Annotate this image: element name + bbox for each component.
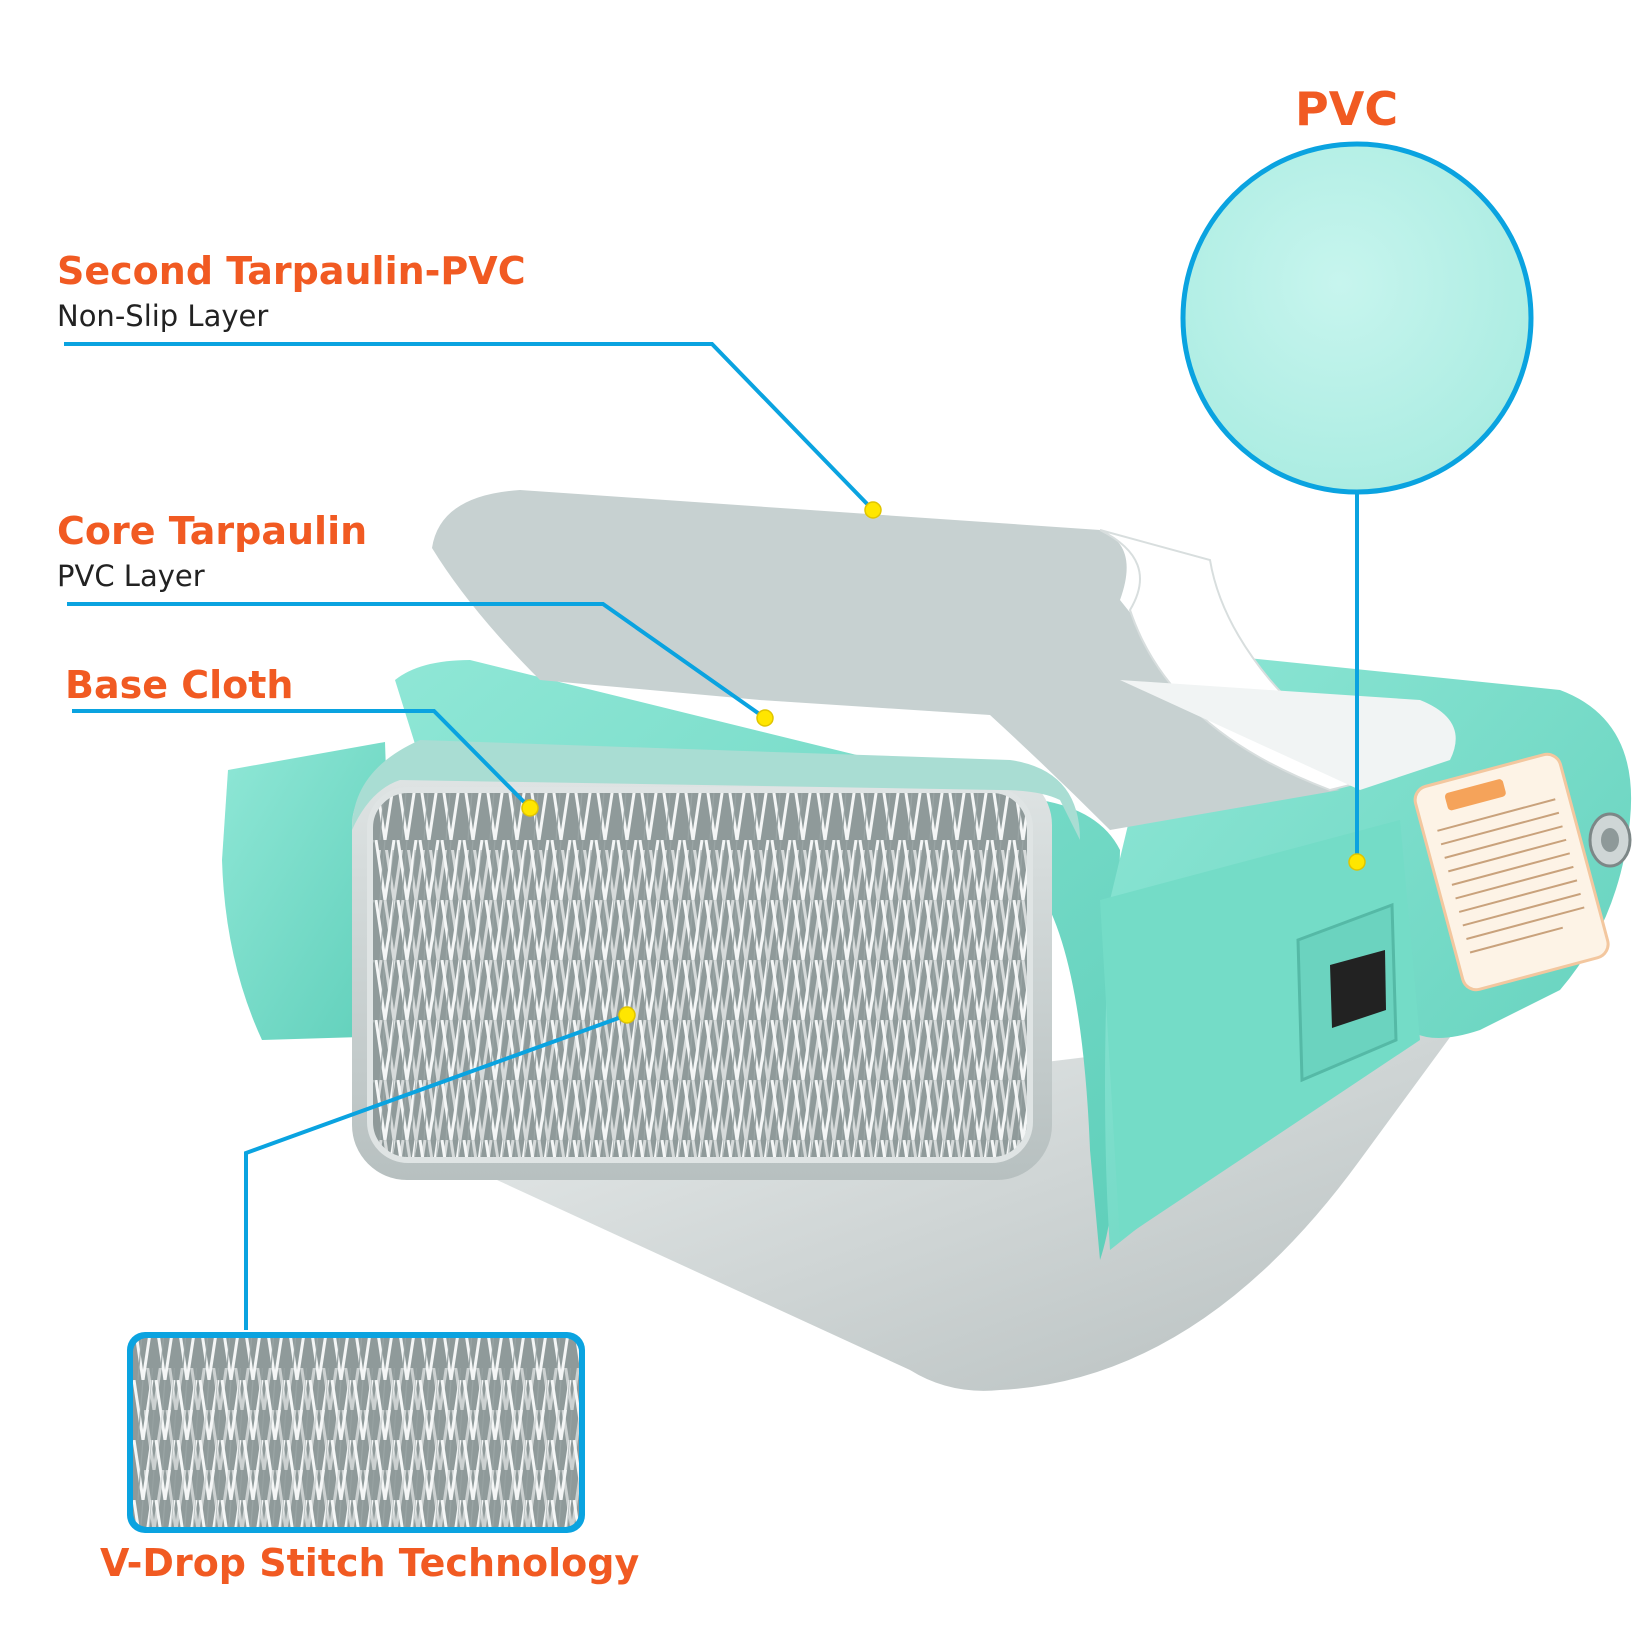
- left-teal-flap: [222, 742, 395, 1040]
- marker-second-tarpaulin: [864, 501, 882, 519]
- pvc-title: PVC: [1295, 82, 1399, 136]
- second-tarpaulin-title: Second Tarpaulin-PVC: [57, 249, 526, 293]
- caution-sticker: [1413, 752, 1610, 992]
- air-valve-icon: [1588, 812, 1632, 868]
- v-drop-inset: [127, 1332, 585, 1533]
- core-tarpaulin-title: Core Tarpaulin: [57, 509, 368, 553]
- marker-base-cloth: [521, 799, 539, 817]
- second-tarpaulin-subtitle: Non-Slip Layer: [57, 299, 269, 333]
- marker-pvc: [1348, 853, 1366, 871]
- base-cloth-title: Base Cloth: [65, 663, 294, 707]
- marker-core-tarpaulin: [756, 709, 774, 727]
- marker-v-drop: [618, 1006, 636, 1024]
- marker-dots: [521, 501, 1366, 1024]
- v-drop-title: V-Drop Stitch Technology: [100, 1541, 640, 1585]
- pvc-sample-circle: [1180, 141, 1534, 495]
- drop-stitch-threads: [370, 790, 1030, 1160]
- carry-handle-icon: [1296, 902, 1398, 1083]
- core-tarpaulin-subtitle: PVC Layer: [57, 559, 205, 593]
- leader-lines: [64, 342, 1359, 1330]
- second-tarpaulin-sheet: [432, 490, 1340, 830]
- core-tarpaulin-wrap: [352, 740, 1080, 840]
